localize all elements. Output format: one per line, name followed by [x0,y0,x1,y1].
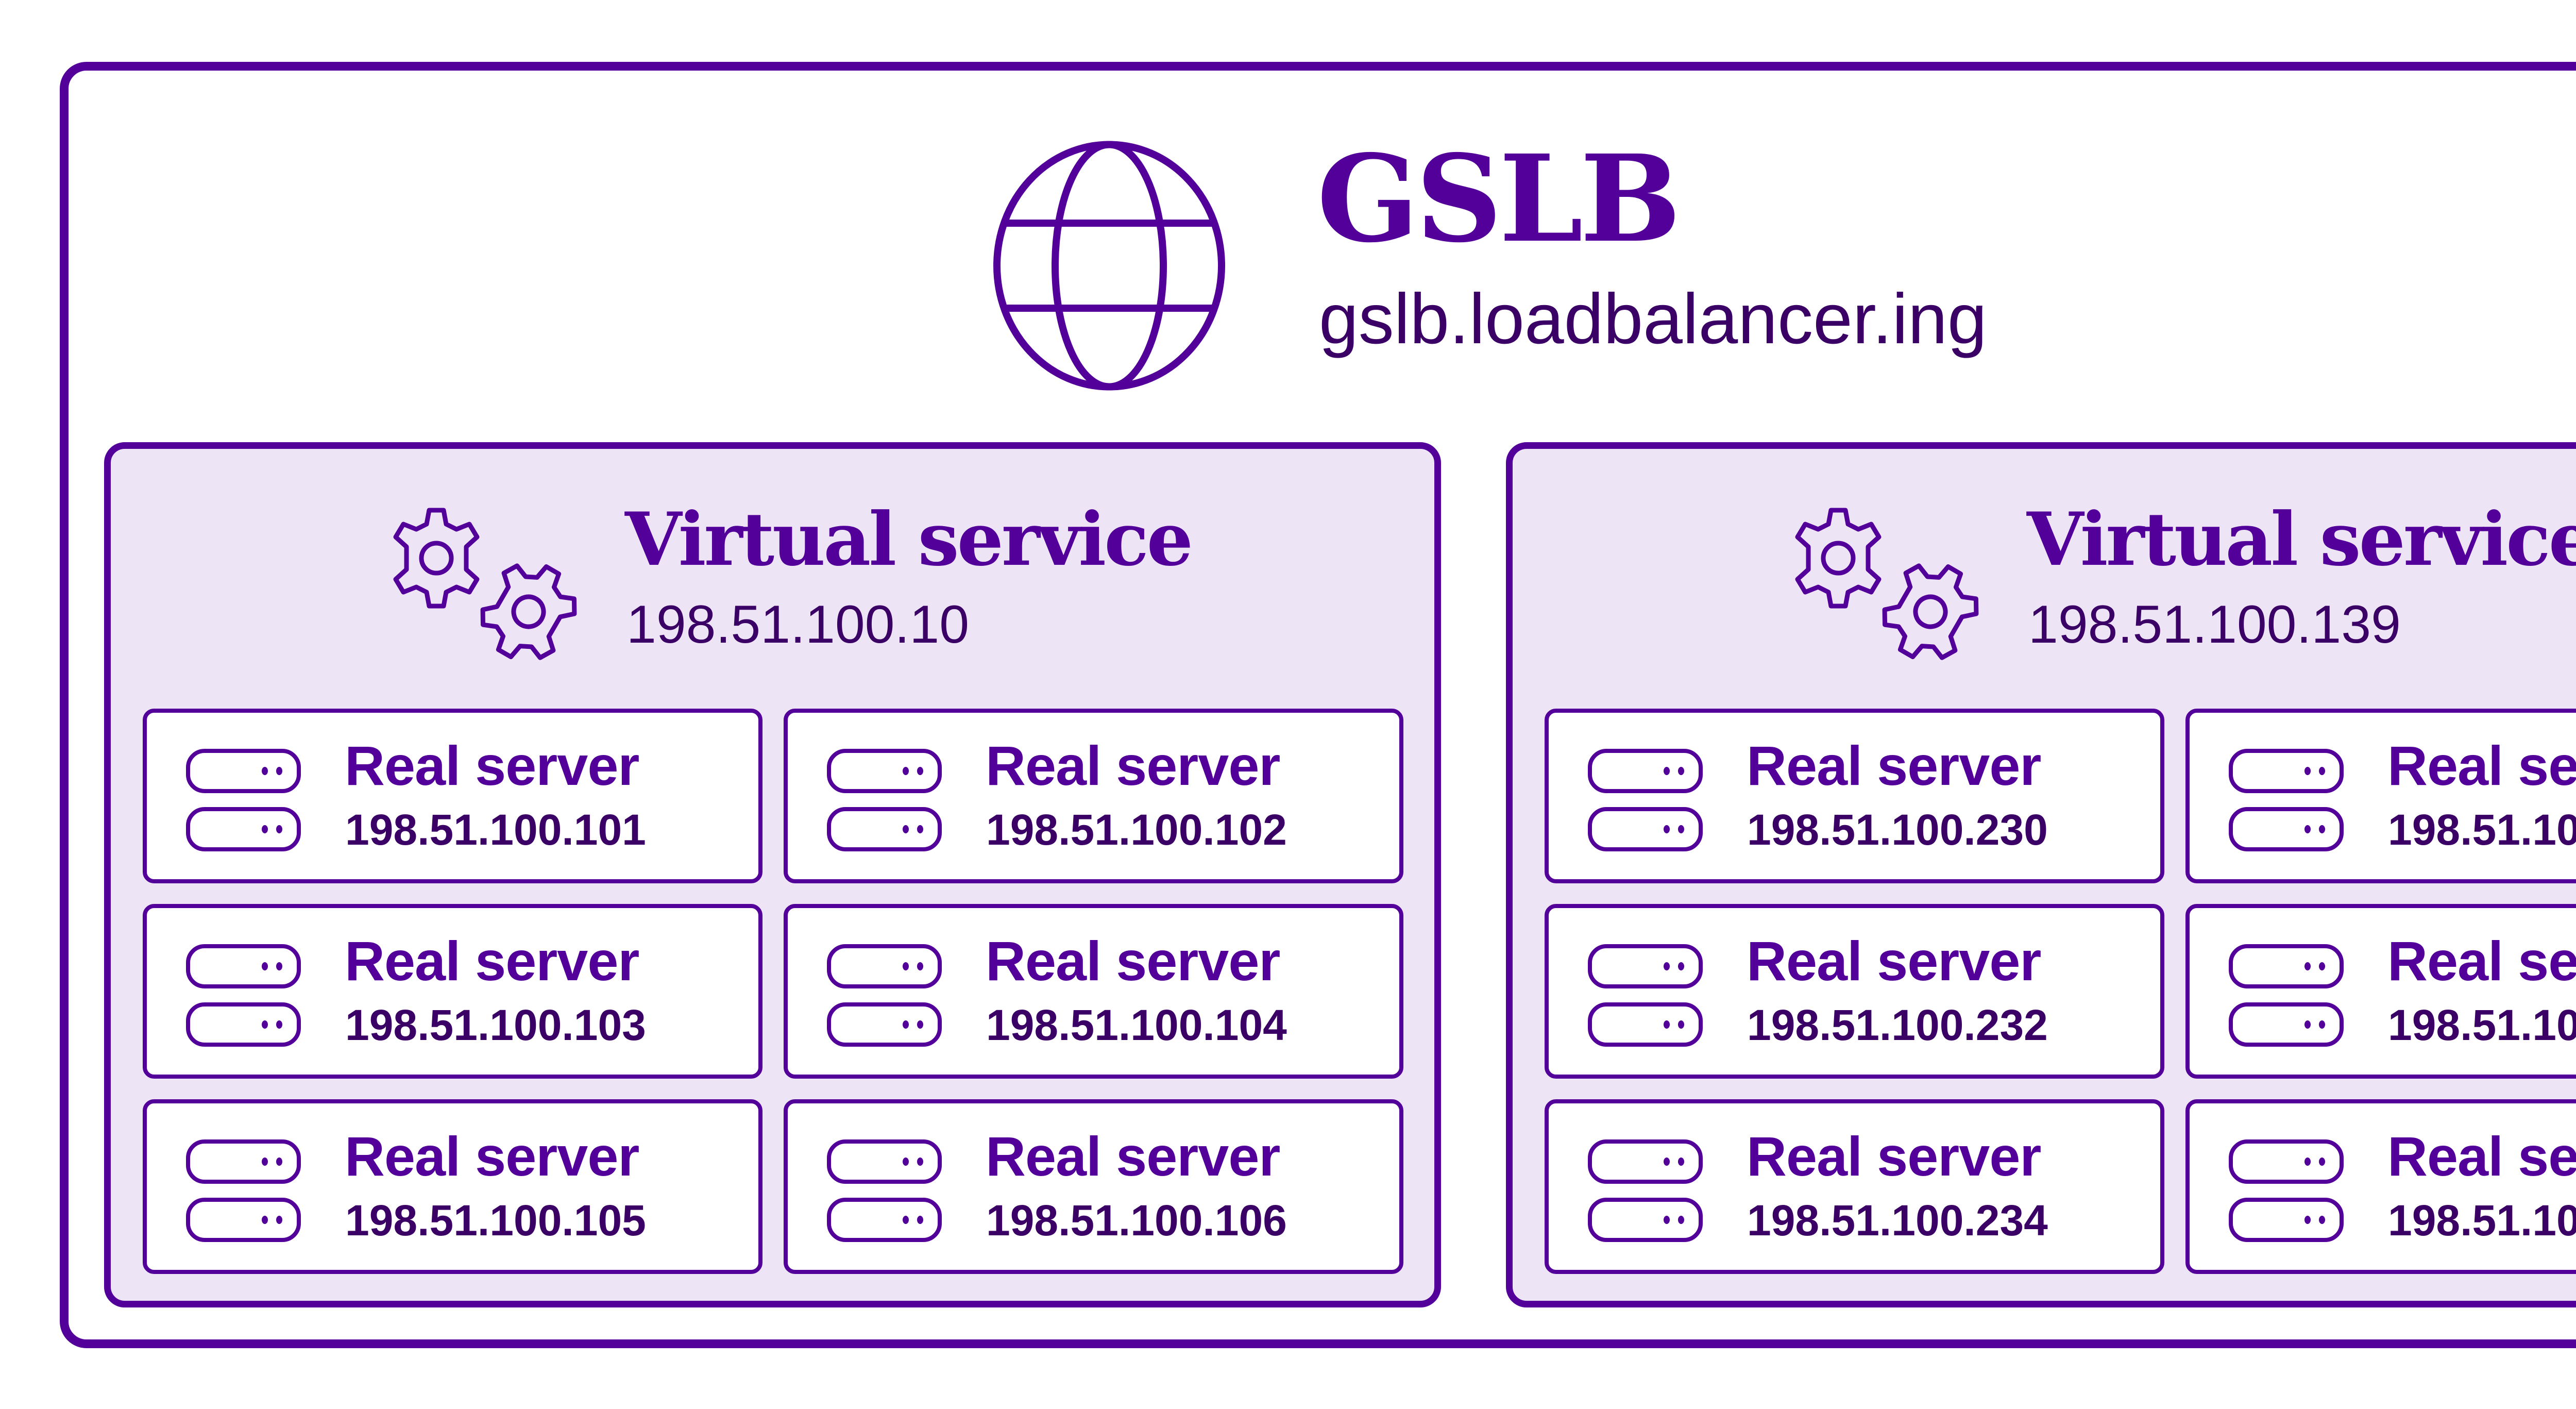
real-server-ip: 198.51.100.235 [2388,1196,2576,1245]
real-server-ip: 198.51.100.104 [986,1001,1287,1049]
real-server-ip: 198.51.100.232 [1747,1001,2048,1049]
real-server-card[interactable] [2185,1099,2576,1274]
real-server-card[interactable] [2185,709,2576,883]
real-server-ip: 198.51.100.106 [986,1196,1287,1245]
real-server-ip: 198.51.100.101 [345,806,646,854]
server-icon [827,749,942,851]
gears-icon [393,508,577,660]
gears-icon [1795,508,1979,660]
real-server-card[interactable] [1545,1099,2164,1274]
server-icon [2229,1139,2344,1242]
real-server-label: Real server [2387,930,2576,992]
real-server-label: Real server [2387,1125,2576,1187]
real-server-label: Real server [1747,930,2041,992]
real-server-card[interactable] [2185,904,2576,1079]
real-server-ip: 198.51.100.233 [2388,1001,2576,1049]
virtual-service-ip: 198.51.100.139 [2028,595,2401,655]
virtual-service-title: Virtual service [625,497,1193,582]
real-server-card[interactable] [1545,709,2164,883]
real-server-card[interactable] [143,1099,762,1274]
server-icon [1588,1139,1703,1242]
real-server-card[interactable] [143,904,762,1079]
real-server-label: Real server [345,930,639,992]
real-server-label: Real server [986,1125,1280,1187]
real-server-ip: 198.51.100.105 [345,1196,646,1245]
real-server-label: Real server [345,734,639,797]
real-server-ip: 198.51.100.230 [1747,806,2048,854]
real-server-ip: 198.51.100.231 [2388,806,2576,854]
server-icon [1588,944,1703,1047]
real-server-card[interactable] [784,904,1403,1079]
real-server-card[interactable] [1545,904,2164,1079]
server-icon [827,944,942,1047]
server-icon [2229,944,2344,1047]
real-server-ip: 198.51.100.103 [345,1001,646,1049]
gslb-hostname: gslb.loadbalancer.ing [1319,279,1987,359]
real-server-card[interactable] [784,1099,1403,1274]
server-icon [186,944,301,1047]
real-server-card[interactable] [784,709,1403,883]
real-server-label: Real server [986,734,1280,797]
real-server-label: Real server [1747,1125,2041,1187]
server-icon [827,1139,942,1242]
globe-icon [993,141,1225,391]
virtual-service-ip: 198.51.100.10 [626,595,970,655]
real-server-ip: 198.51.100.102 [986,806,1287,854]
real-server-card[interactable] [143,709,762,883]
real-server-label: Real server [345,1125,639,1187]
server-icon [2229,749,2344,851]
server-icon [1588,749,1703,851]
real-server-label: Real server [1747,734,2041,797]
virtual-service-title: Virtual service [2027,497,2576,582]
gslb-title: GSLB [1317,128,1681,269]
real-server-ip: 198.51.100.234 [1747,1196,2048,1245]
real-server-label: Real server [986,930,1280,992]
server-icon [186,1139,301,1242]
real-server-label: Real server [2387,734,2576,797]
server-icon [186,749,301,851]
